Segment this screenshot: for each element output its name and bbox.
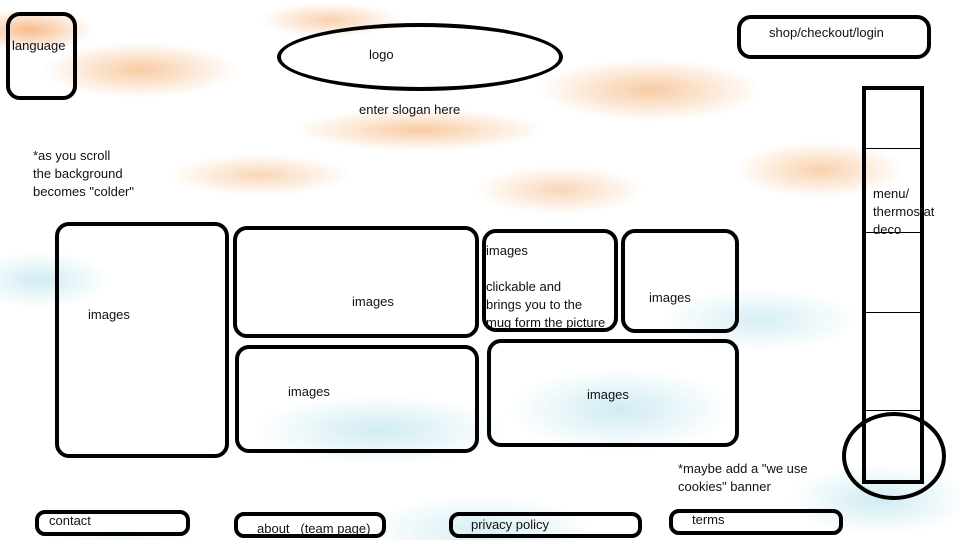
image-tile[interactable] <box>233 226 479 338</box>
cookies-note-line: *maybe add a "we use <box>678 461 808 476</box>
scroll-note-line: the background <box>33 166 123 181</box>
footer-contact-label: contact <box>49 513 91 528</box>
mug-link-text: clickable and <box>486 279 562 294</box>
footer-privacy-label: privacy policy <box>471 517 550 532</box>
menu-label-line: thermostat <box>873 204 935 219</box>
logo[interactable] <box>277 23 563 91</box>
image-tile-label: images <box>88 307 130 322</box>
cookies-note-line: cookies" banner <box>678 479 771 494</box>
image-tile-label: images <box>352 294 394 309</box>
image-tile-label: images <box>649 290 691 305</box>
language-button[interactable] <box>6 12 77 100</box>
thermostat-tick <box>862 410 924 411</box>
thermostat-bulb <box>842 412 946 500</box>
footer-terms-link[interactable] <box>669 509 843 535</box>
thermostat-tick <box>862 148 924 149</box>
footer-about-link[interactable] <box>234 512 386 538</box>
footer-terms-label: terms <box>692 512 725 527</box>
cold-background <box>0 250 960 540</box>
shop-checkout-login-label: shop/checkout/login <box>769 25 884 40</box>
image-tile[interactable] <box>621 229 739 333</box>
menu-label-line: deco <box>873 222 902 237</box>
scroll-note-line: *as you scroll <box>33 148 111 163</box>
language-label: language <box>12 38 66 53</box>
mug-link-description: images clickable and brings you to the m… <box>486 242 605 332</box>
footer-about-label: about (team page) <box>257 521 371 536</box>
image-tile-label: images <box>486 243 528 258</box>
mug-link-text: brings you to the <box>486 297 583 312</box>
image-tile-mug-link[interactable] <box>482 229 618 332</box>
slogan: enter slogan here <box>359 102 461 117</box>
thermostat-tick <box>862 312 924 313</box>
menu-label-line: menu/ <box>873 186 910 201</box>
image-tile[interactable] <box>55 222 229 458</box>
image-tile-label: images <box>587 387 629 402</box>
image-tile[interactable] <box>235 345 479 453</box>
mug-link-text: mug form the picture <box>486 315 606 330</box>
footer-privacy-link[interactable] <box>449 512 642 538</box>
scroll-note-line: becomes "colder" <box>33 184 134 199</box>
shop-checkout-login-button[interactable] <box>737 15 931 59</box>
logo-label: logo <box>369 47 394 62</box>
footer-contact-link[interactable] <box>35 510 190 536</box>
image-tile[interactable] <box>487 339 739 447</box>
thermostat-tick <box>862 232 924 233</box>
image-tile-label: images <box>288 384 330 399</box>
scroll-note: *as you scroll the background becomes "c… <box>33 147 134 201</box>
cookies-note: *maybe add a "we use cookies" banner <box>678 460 808 496</box>
menu-label: menu/ thermostat deco <box>873 185 934 239</box>
